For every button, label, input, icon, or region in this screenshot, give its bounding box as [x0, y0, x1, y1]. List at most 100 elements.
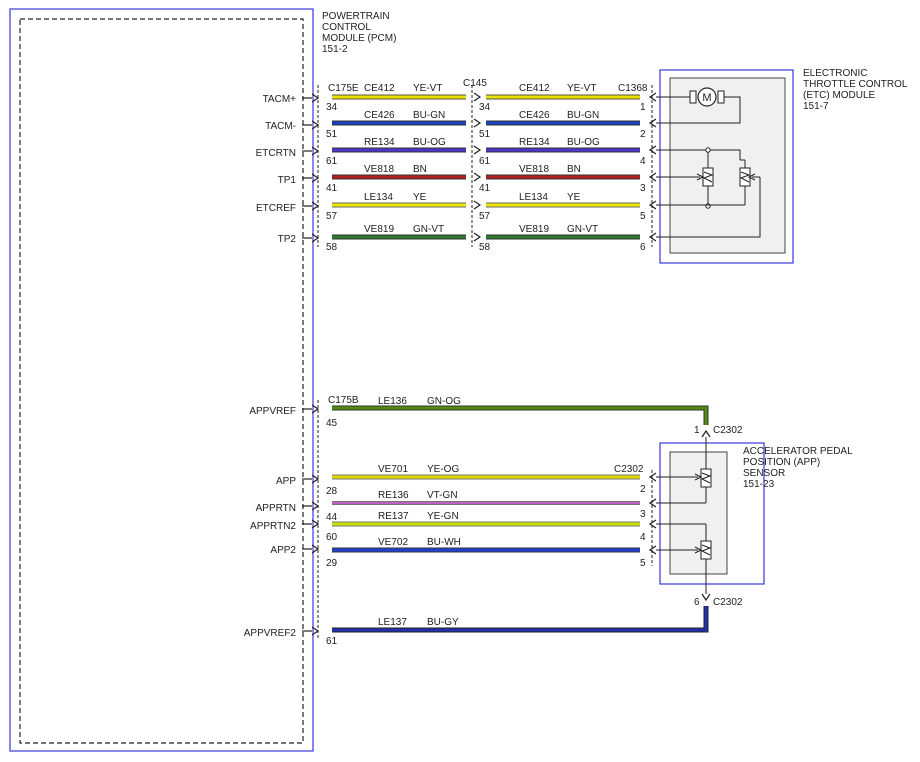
- svg-text:RE137: RE137: [378, 511, 409, 522]
- svg-text:6: 6: [640, 242, 646, 253]
- svg-text:CE426: CE426: [364, 110, 395, 121]
- svg-text:VE818: VE818: [364, 164, 394, 175]
- connector-c175e: C175E: [328, 83, 359, 94]
- svg-text:BU-OG: BU-OG: [413, 137, 446, 148]
- svg-text:28: 28: [326, 486, 338, 497]
- svg-text:1: 1: [694, 425, 700, 436]
- svg-text:51: 51: [479, 129, 491, 140]
- svg-text:YE-VT: YE-VT: [413, 83, 442, 94]
- svg-text:VE819: VE819: [364, 224, 394, 235]
- svg-text:3: 3: [640, 183, 646, 194]
- svg-text:RE134: RE134: [364, 137, 395, 148]
- connector-c2302-bottom: C2302: [713, 597, 743, 608]
- signal-tacm-minus: TACM-: [265, 121, 296, 132]
- svg-text:GN-OG: GN-OG: [427, 396, 461, 407]
- svg-text:61: 61: [326, 156, 338, 167]
- etc-module-frame: [659, 69, 794, 264]
- pcm-frame: [9, 8, 314, 752]
- svg-text:58: 58: [326, 242, 338, 253]
- svg-text:61: 61: [326, 636, 338, 647]
- wire-ce412: CE412 YE-VT CE412 YE-VT 34 34 1: [302, 83, 657, 113]
- pcm-title-line4: 151-2: [322, 44, 348, 55]
- svg-text:VE702: VE702: [378, 537, 408, 548]
- svg-text:34: 34: [479, 102, 491, 113]
- etc-title-line2: THROTTLE CONTROL: [803, 79, 908, 90]
- svg-text:29: 29: [326, 558, 338, 569]
- svg-text:45: 45: [326, 418, 338, 429]
- svg-text:LE137: LE137: [378, 617, 407, 628]
- wire-ve702: VE702 BU-WH 29 5: [302, 537, 657, 569]
- svg-text:YE: YE: [413, 192, 427, 203]
- svg-text:57: 57: [479, 211, 491, 222]
- throttle-position-sensor-icon: [656, 147, 761, 238]
- svg-text:4: 4: [640, 532, 646, 543]
- svg-text:BN: BN: [413, 164, 427, 175]
- wire-ce426: CE426 BU-GN CE426 BU-GN 51 51 2: [302, 110, 657, 140]
- svg-text:LE134: LE134: [519, 192, 548, 203]
- etc-title-line1: ELECTRONIC: [803, 68, 867, 79]
- connector-c145: C145: [463, 78, 487, 89]
- svg-text:BU-OG: BU-OG: [567, 137, 600, 148]
- svg-text:3: 3: [640, 509, 646, 520]
- signal-tacm-plus: TACM+: [263, 94, 297, 105]
- svg-text:GN-VT: GN-VT: [567, 224, 598, 235]
- app-sensor-body: [669, 451, 728, 575]
- app-sensor-potentiometer-icon: [656, 437, 712, 594]
- svg-text:61: 61: [479, 156, 491, 167]
- etc-module-body: [669, 77, 786, 254]
- svg-text:M: M: [702, 92, 711, 104]
- pcm-title-line1: POWERTRAIN: [322, 11, 390, 22]
- svg-text:41: 41: [326, 183, 338, 194]
- wire-le134: LE134 YE LE134 YE 57 57 5: [302, 192, 657, 222]
- wire-le136: LE136 GN-OG 45 1: [302, 396, 711, 438]
- svg-text:58: 58: [479, 242, 491, 253]
- signal-app: APP: [276, 476, 296, 487]
- svg-text:RE136: RE136: [378, 490, 409, 501]
- wire-re137: RE137 YE-GN 60 4: [302, 511, 657, 543]
- svg-text:BU-WH: BU-WH: [427, 537, 461, 548]
- svg-text:BN: BN: [567, 164, 581, 175]
- svg-text:CE412: CE412: [364, 83, 395, 94]
- svg-text:BU-GN: BU-GN: [413, 110, 445, 121]
- wire-ve818: VE818 BN VE818 BN 41 41 3: [302, 164, 657, 194]
- svg-text:YE: YE: [567, 192, 581, 203]
- svg-text:60: 60: [326, 532, 338, 543]
- svg-text:5: 5: [640, 211, 646, 222]
- wire-le137: LE137 BU-GY 61 6: [302, 593, 711, 647]
- signal-appvref: APPVREF: [249, 406, 296, 417]
- wire-re136: RE136 VT-GN 44 3: [302, 490, 657, 523]
- svg-text:CE426: CE426: [519, 110, 550, 121]
- app-title-line3: SENSOR: [743, 468, 785, 479]
- pcm-title-line2: CONTROL: [322, 22, 371, 33]
- signal-appvref2: APPVREF2: [244, 628, 297, 639]
- svg-text:6: 6: [694, 597, 700, 608]
- connector-c175b: C175B: [328, 395, 359, 406]
- svg-text:GN-VT: GN-VT: [413, 224, 444, 235]
- svg-text:2: 2: [640, 129, 646, 140]
- app-title-line2: POSITION (APP): [743, 457, 820, 468]
- etc-title-line4: 151-7: [803, 101, 829, 112]
- wire-re134: RE134 BU-OG RE134 BU-OG 61 61 4: [302, 137, 657, 167]
- svg-text:1: 1: [640, 102, 646, 113]
- connector-c2302-mid: C2302: [614, 464, 644, 475]
- wire-ve819: VE819 GN-VT VE819 GN-VT 58 58 6: [302, 224, 657, 253]
- svg-text:YE-VT: YE-VT: [567, 83, 596, 94]
- signal-apprtn: APPRTN: [256, 503, 296, 514]
- connector-c2302-top: C2302: [713, 425, 743, 436]
- wire-ve701: VE701 YE-OG 28 2: [302, 464, 657, 497]
- svg-text:BU-GN: BU-GN: [567, 110, 599, 121]
- svg-text:RE134: RE134: [519, 137, 550, 148]
- signal-tp2: TP2: [278, 234, 297, 245]
- pcm-title-line3: MODULE (PCM): [322, 33, 396, 44]
- svg-text:VE701: VE701: [378, 464, 408, 475]
- connector-c1368: C1368: [618, 83, 648, 94]
- app-title-line4: 151-23: [743, 479, 775, 490]
- svg-text:VE819: VE819: [519, 224, 549, 235]
- svg-text:57: 57: [326, 211, 338, 222]
- signal-etcref: ETCREF: [256, 203, 296, 214]
- svg-text:5: 5: [640, 558, 646, 569]
- app-title-line1: ACCELERATOR PEDAL: [743, 446, 853, 457]
- svg-text:YE-OG: YE-OG: [427, 464, 459, 475]
- pcm-inner-dashed-frame: [19, 18, 304, 744]
- svg-text:LE134: LE134: [364, 192, 393, 203]
